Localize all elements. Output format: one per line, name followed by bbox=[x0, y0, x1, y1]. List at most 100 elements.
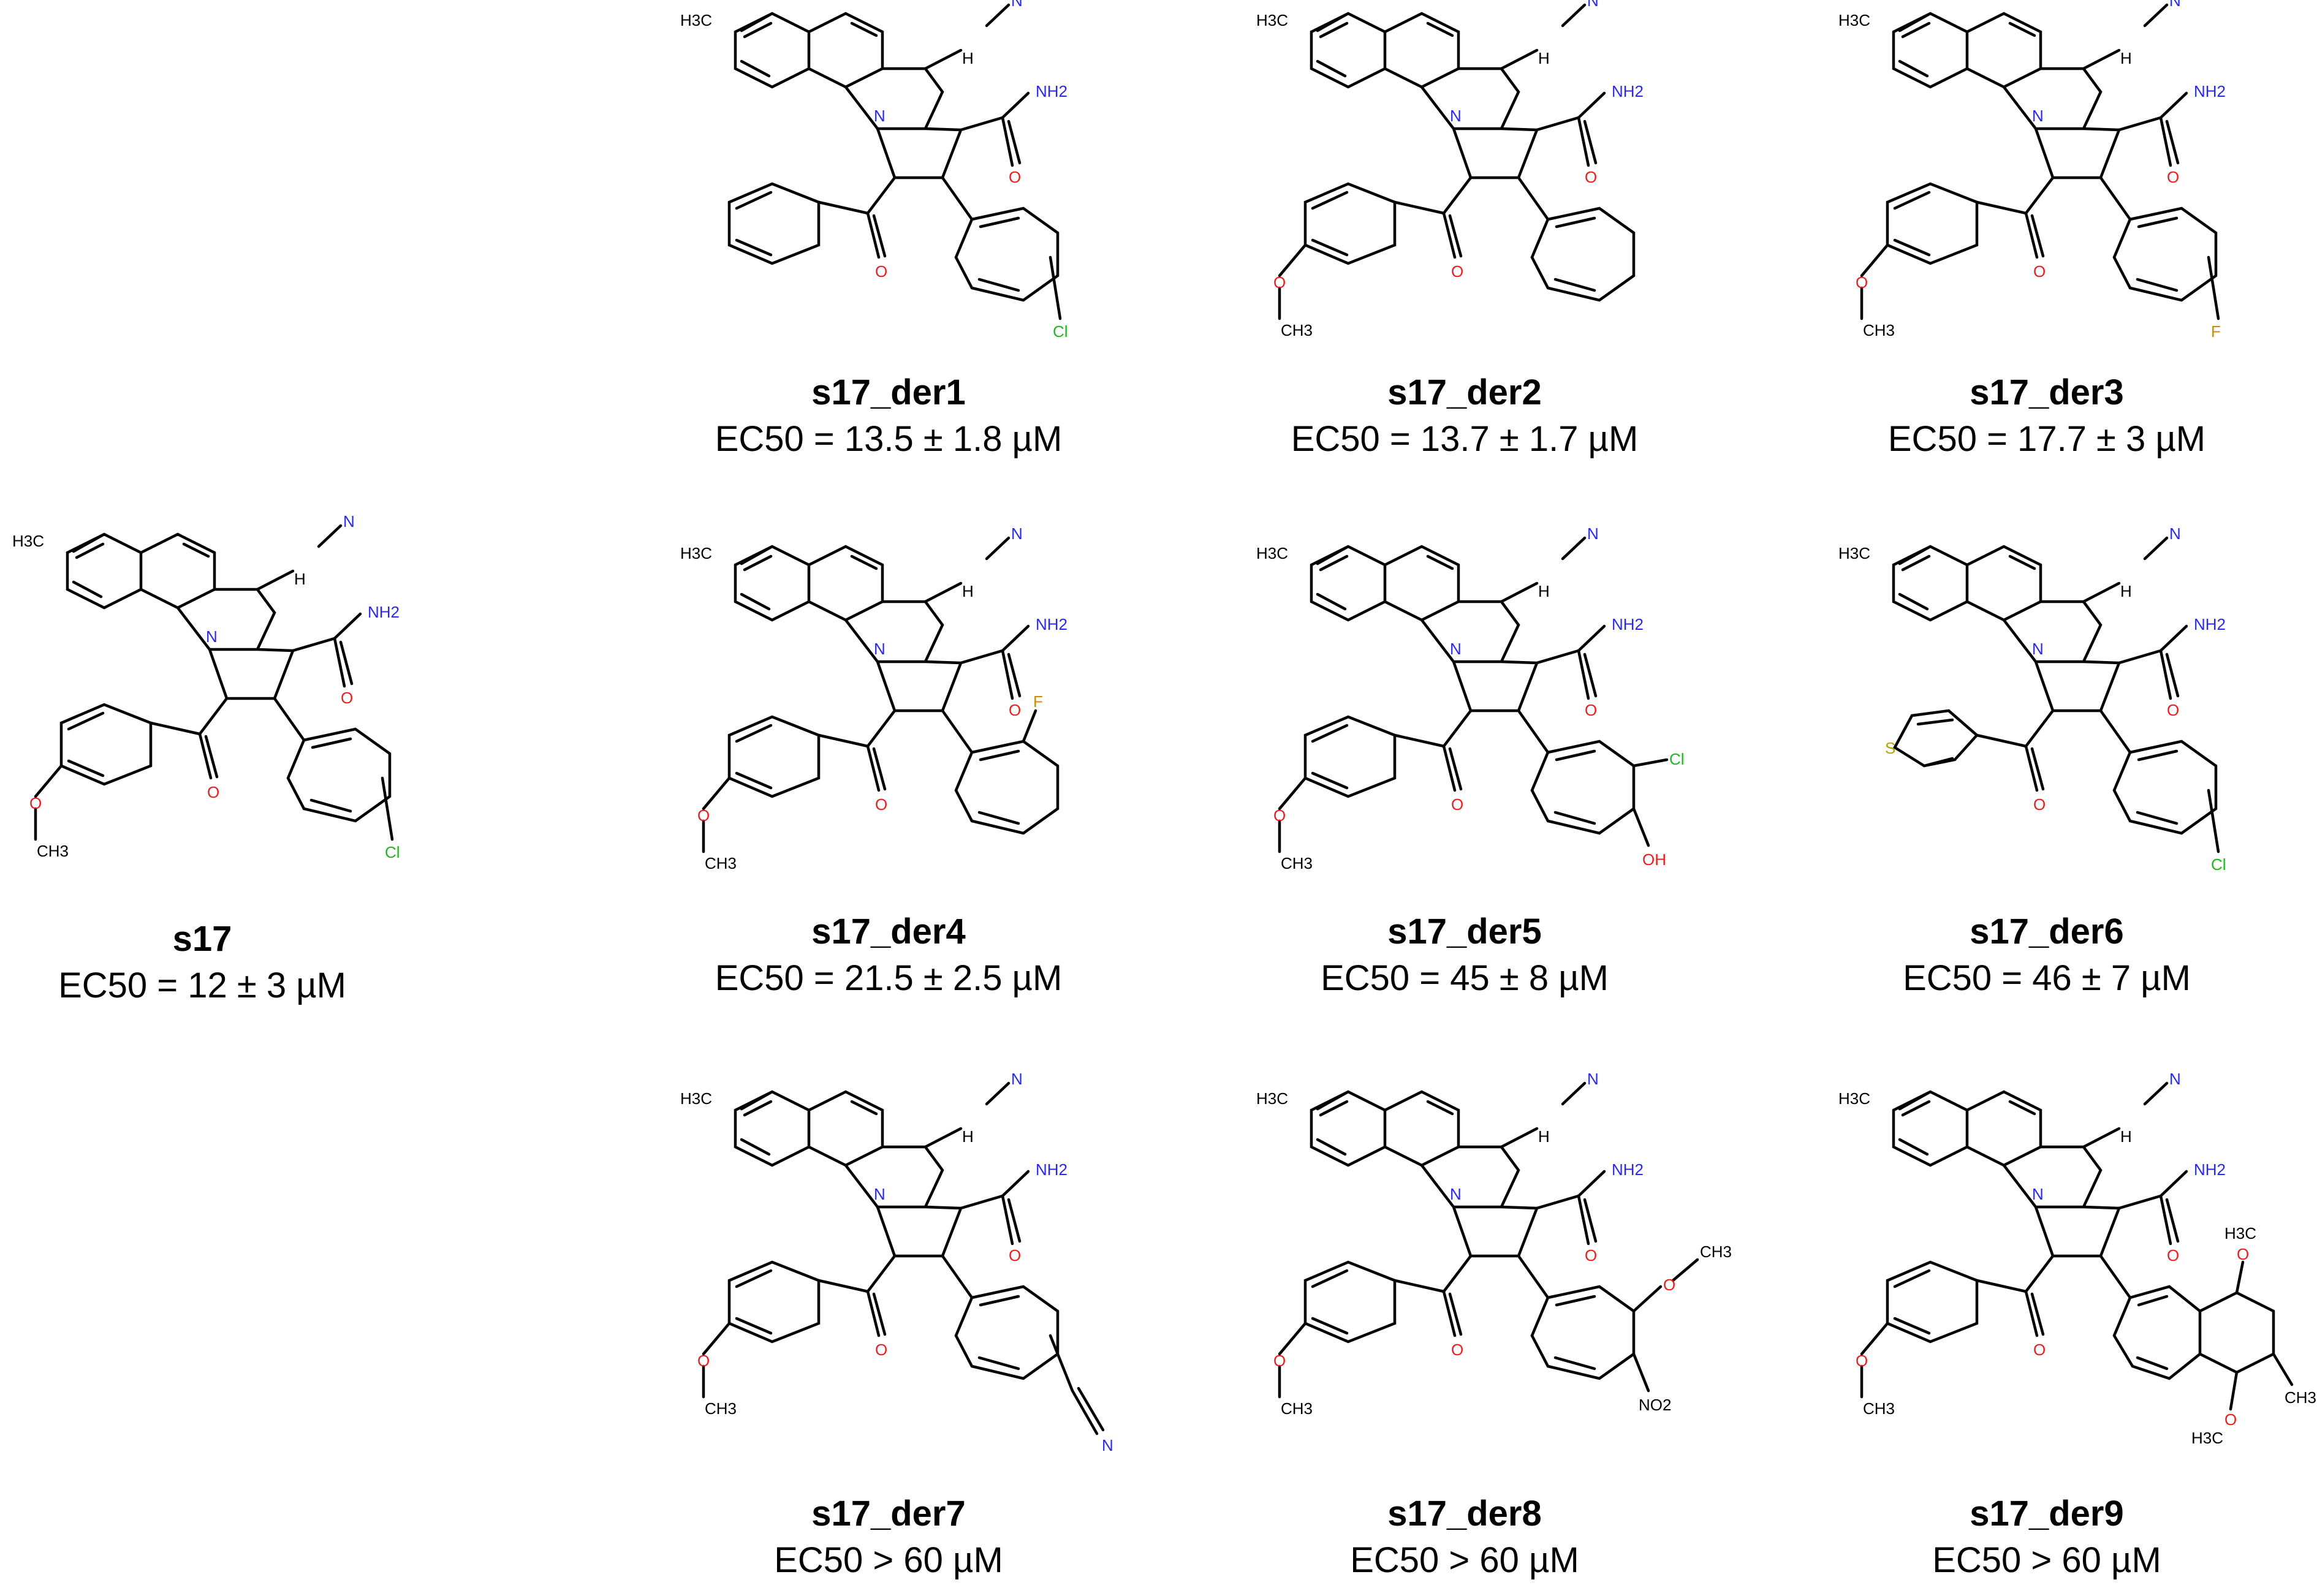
methoxy-ch3-label: CH3 bbox=[37, 842, 69, 860]
acyl-fragment bbox=[1893, 709, 1979, 768]
structure-s17_der9: H3C H N NH2 N O O O CH3 O H3C O H3C CH3 bbox=[1838, 1070, 2316, 1447]
aryl-fragment bbox=[954, 709, 1060, 835]
ring-nitrogen-label: N bbox=[1450, 1185, 1462, 1203]
core-scaffold bbox=[1310, 3, 1606, 259]
methoxy-oxygen-label: O bbox=[1856, 273, 1868, 292]
compound-name: s17_der6 bbox=[1970, 912, 2124, 951]
aryl-fragment bbox=[2112, 206, 2220, 320]
methoxy-oxygen-label: O bbox=[1273, 1352, 1286, 1370]
aryl-fragment bbox=[286, 727, 394, 841]
hydrogen-label: H bbox=[2120, 49, 2132, 67]
structure-s17: H3C H N NH2 N O O O CH3 Cl bbox=[12, 512, 400, 861]
amide-oxygen-label: O bbox=[2167, 701, 2179, 719]
nitrile-nitrogen-label: N bbox=[2169, 0, 2181, 10]
ketone-oxygen-label: O bbox=[875, 795, 887, 814]
methyl-label: H3C bbox=[1838, 11, 1870, 29]
amide-oxygen-label: O bbox=[1009, 701, 1021, 719]
methoxy-oxygen-label: O bbox=[1856, 1352, 1868, 1370]
compound-ec50: EC50 = 46 ± 7 µM bbox=[1903, 958, 2191, 998]
methoxy-ch3-label: CH3 bbox=[1281, 1399, 1313, 1418]
nitrile-nitrogen-label: N bbox=[1011, 0, 1023, 10]
substituent-a-label: F bbox=[2211, 322, 2221, 341]
methyl-label: H3C bbox=[1838, 1089, 1870, 1108]
core-scaffold bbox=[66, 524, 362, 780]
amide-nh2-label: NH2 bbox=[368, 603, 400, 621]
methoxy-ch3-label: CH3 bbox=[1281, 321, 1313, 339]
core-scaffold bbox=[1892, 3, 2188, 259]
compound-ec50: EC50 = 21.5 ± 2.5 µM bbox=[715, 958, 1063, 998]
acyl-fragment bbox=[1278, 182, 1397, 320]
compound-ec50: EC50 = 13.7 ± 1.7 µM bbox=[1291, 419, 1639, 459]
compound-s17_der6: H3C H N NH2 N O O S Cl s17_der6 EC50 = 4… bbox=[1838, 524, 2226, 998]
compound-ec50: EC50 > 60 µM bbox=[774, 1540, 1003, 1580]
nitrile-nitrogen-label: N bbox=[2169, 524, 2181, 543]
compound-ec50: EC50 > 60 µM bbox=[1932, 1540, 2161, 1580]
amide-oxygen-label: O bbox=[341, 689, 353, 707]
substituent-a-label: F bbox=[1033, 692, 1043, 711]
substituent-a2-label: H3C bbox=[2224, 1224, 2256, 1242]
amide-nh2-label: NH2 bbox=[1036, 82, 1067, 100]
ring-nitrogen-label: N bbox=[2032, 640, 2044, 658]
ketone-oxygen-label: O bbox=[875, 1341, 887, 1359]
compound-ec50: EC50 = 13.5 ± 1.8 µM bbox=[715, 419, 1063, 459]
ketone-oxygen-label: O bbox=[1451, 1341, 1463, 1359]
methoxy-oxygen-label: O bbox=[697, 1352, 710, 1370]
methoxy-ch3-label: CH3 bbox=[1863, 1399, 1895, 1418]
nitrile-nitrogen-label: N bbox=[1011, 1070, 1023, 1088]
amide-nh2-label: NH2 bbox=[2194, 82, 2226, 100]
amide-nh2-label: NH2 bbox=[2194, 1160, 2226, 1179]
ketone-oxygen-label: O bbox=[2033, 262, 2046, 281]
substituent-a-label: Cl bbox=[1053, 322, 1068, 341]
aryl-fragment bbox=[2112, 1260, 2294, 1411]
compound-name: s17_der3 bbox=[1970, 373, 2124, 412]
ring-nitrogen-label: N bbox=[874, 1185, 885, 1203]
acyl-fragment bbox=[1278, 1260, 1397, 1399]
amide-oxygen-label: O bbox=[1585, 168, 1597, 186]
nitrile-nitrogen-label: N bbox=[1587, 524, 1599, 543]
hydrogen-label: H bbox=[1538, 582, 1550, 600]
compound-s17_der3: H3C H N NH2 N O O O CH3 F s17_der3 EC50 … bbox=[1838, 0, 2226, 459]
compound-name: s17_der1 bbox=[811, 373, 966, 412]
compound-s17_der1: H3C H N NH2 N O O Cl s17_der1 EC50 = 13.… bbox=[680, 0, 1068, 459]
ring-nitrogen-label: N bbox=[2032, 107, 2044, 125]
core-scaffold bbox=[1892, 536, 2188, 792]
ketone-oxygen-label: O bbox=[875, 262, 887, 281]
methoxy-oxygen-label: O bbox=[1273, 806, 1286, 825]
ring-nitrogen-label: N bbox=[1450, 640, 1462, 658]
amide-oxygen-label: O bbox=[1009, 168, 1021, 186]
amide-nh2-label: NH2 bbox=[1036, 615, 1067, 633]
structure-s17_der3: H3C H N NH2 N O O O CH3 F bbox=[1838, 0, 2226, 341]
nitrile-nitrogen-label: N bbox=[343, 512, 355, 531]
ring-nitrogen-label: N bbox=[1450, 107, 1462, 125]
structure-s17_der6: H3C H N NH2 N O O S Cl bbox=[1838, 524, 2226, 874]
substituent-b2-label: H3C bbox=[2191, 1429, 2223, 1447]
compound-name: s17_der5 bbox=[1387, 912, 1542, 951]
compound-s17_der7: H3C H N NH2 N O O O CH3 N s17_der7 EC50 … bbox=[680, 1070, 1113, 1580]
ring-nitrogen-label: N bbox=[206, 627, 218, 646]
nitrile-nitrogen-label: N bbox=[1011, 524, 1023, 543]
hydrogen-label: H bbox=[2120, 1127, 2132, 1146]
substituent-b-label: OH bbox=[1642, 850, 1666, 869]
ring-nitrogen-label: N bbox=[874, 107, 885, 125]
compound-ec50: EC50 = 17.7 ± 3 µM bbox=[1888, 419, 2205, 459]
structure-s17_der2: H3C H N NH2 N O O O CH3 bbox=[1256, 0, 1644, 339]
nitrile-nitrogen-label: N bbox=[1587, 1070, 1599, 1088]
substituent-a-label: Cl bbox=[2211, 855, 2226, 874]
hydrogen-label: H bbox=[294, 570, 306, 588]
amide-nh2-label: NH2 bbox=[1612, 1160, 1644, 1179]
methyl-label: H3C bbox=[680, 1089, 712, 1108]
structure-s17_der5: H3C H N NH2 N O O O CH3 Cl OH bbox=[1256, 524, 1685, 872]
ketone-oxygen-label: O bbox=[1451, 795, 1463, 814]
compound-s17_der2: H3C H N NH2 N O O O CH3 s17_der2 EC50 = … bbox=[1256, 0, 1644, 459]
compound-name: s17_der2 bbox=[1387, 373, 1542, 412]
methyl-label: H3C bbox=[680, 11, 712, 29]
acyl-fragment bbox=[1860, 182, 1979, 320]
acyl-fragment bbox=[1860, 1260, 1979, 1399]
substituent-b-label: O bbox=[2224, 1410, 2237, 1429]
substituent-a-label: Cl bbox=[1669, 750, 1685, 768]
acyl-fragment bbox=[727, 182, 821, 265]
compound-s17_der4: H3C H N NH2 N O O O CH3 F s17_der4 EC50 … bbox=[680, 524, 1067, 998]
core-scaffold bbox=[734, 1081, 1030, 1337]
